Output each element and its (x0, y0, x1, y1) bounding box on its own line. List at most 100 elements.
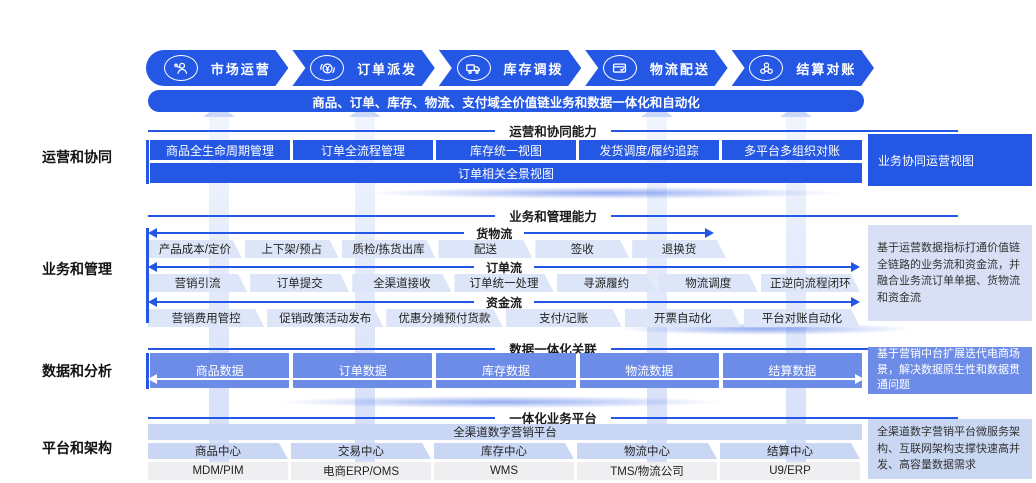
system-box: TMS/物流公司 (577, 462, 717, 480)
operations-capability-row: 商品全生命周期管理 订单全流程管理 库存统一视图 发货调度/履约追踪 多平台多组… (150, 140, 862, 160)
center-box: 库存中心 (434, 443, 574, 459)
arrow-line (157, 232, 465, 234)
flow-stage-label: 结算对账 (796, 61, 857, 77)
truck-icon (457, 55, 491, 81)
transition-lens (370, 187, 840, 199)
data-link-arrow (148, 374, 864, 384)
order-flow-items: 营销引流 订单提交 全渠道接收 订单统一处理 寻源履约 物流调度 正逆向流程闭环 (148, 274, 860, 292)
flow-item: 促销政策活动发布 (267, 309, 383, 327)
capital-flow-label: 资金流 (486, 295, 523, 310)
capability-header-business: 业务和管理能力 (148, 206, 959, 225)
order-flow-label: 订单流 (486, 260, 523, 275)
flow-stage-logistics-delivery: 物流配送 (585, 50, 727, 86)
system-box: MDM/PIM (148, 462, 288, 480)
flow-item: 支付/记账 (506, 309, 622, 327)
process-flow: 市场运营 订单派发 库存调拨 物流配送 结算对账 (146, 50, 878, 86)
sidebar-platform-note: 全渠道数字营销平台微服务架构、互联网架构支撑快速高并发、高容量数据需求 (868, 419, 1032, 479)
sidebar-business-note: 基于运营数据指标打通价值链全链路的业务流和资金流，并融合业务流订单单据、货物流和… (868, 225, 1032, 321)
center-box: 商品中心 (148, 443, 288, 459)
capability-box: 订单全流程管理 (293, 140, 433, 160)
flow-item: 质检/拣货出库 (342, 240, 436, 258)
flow-stage-settlement-reconciliation: 结算对账 (732, 50, 874, 86)
layer-accent-bar (146, 140, 149, 184)
flow-item: 物流调度 (659, 274, 758, 292)
goods-flow-items: 产品成本/定价 上下架/预占 质检/拣货出库 配送 签收 退换货 (148, 240, 726, 258)
flow-item: 营销引流 (148, 274, 247, 292)
data-box: 结算数据 (722, 353, 863, 388)
layer-label-business-management: 业务和管理 (42, 261, 112, 277)
header-line (610, 129, 959, 132)
delivery-box-icon (603, 55, 637, 81)
capital-flow-items: 营销费用管控 促销政策活动发布 优惠分摊预付货款 支付/记账 开票自动化 平台对… (148, 309, 860, 327)
flow-stage-inventory-transfer: 库存调拨 (439, 50, 581, 86)
header-line (148, 347, 496, 350)
flow-item: 全渠道接收 (352, 274, 451, 292)
capability-header-label: 运营和协同能力 (509, 125, 597, 139)
data-box: 库存数据 (436, 353, 576, 388)
capability-box: 发货调度/履约追踪 (579, 140, 719, 160)
capital-flow-arrow: 资金流 (148, 295, 860, 310)
flow-item: 退换货 (632, 240, 726, 258)
flow-item: 平台对账自动化 (744, 309, 860, 327)
data-box: 商品数据 (150, 353, 290, 388)
flow-item: 订单提交 (250, 274, 349, 292)
capability-header-operations: 运营和协同能力 (148, 121, 959, 140)
system-box: 电商ERP/OMS (291, 462, 431, 480)
center-box: 结算中心 (720, 443, 860, 459)
value-chain-banner: 商品、订单、库存、物流、支付域全价值链业务和数据一体化和自动化 (148, 90, 864, 112)
layer-accent-bar (146, 228, 149, 323)
center-row: 商品中心 交易中心 库存中心 物流中心 结算中心 (148, 443, 860, 459)
header-line (610, 347, 959, 350)
layer-label-platform-architecture: 平台和架构 (42, 440, 112, 456)
layer-label-operations-collaboration: 运营和协同 (42, 149, 112, 165)
omnichannel-platform-bar: 全渠道数字营销平台 (148, 424, 862, 440)
header-line (610, 214, 959, 217)
data-box: 订单数据 (293, 353, 433, 388)
header-line (148, 416, 496, 419)
goods-flow-label: 货物流 (476, 226, 513, 241)
header-line (148, 129, 496, 132)
capability-header-platform: 一体化业务平台 (148, 408, 959, 427)
flow-stage-order-dispatch: 订单派发 (292, 50, 434, 86)
market-icon (164, 55, 198, 81)
flow-stage-label: 订单派发 (357, 61, 418, 77)
flow-item: 营销费用管控 (148, 309, 264, 327)
sidebar-data-note: 基于营销中台扩展迭代电商场景，解决数据原生性和数据贯通问题 (868, 347, 1032, 394)
flow-stage-label: 库存调拨 (503, 61, 564, 77)
flow-stage-label: 市场运营 (210, 61, 271, 77)
layer-label-data-analysis: 数据和分析 (42, 363, 112, 379)
goods-flow-arrow: 货物流 (148, 226, 714, 241)
system-box: WMS (434, 462, 574, 480)
system-box: U9/ERP (720, 462, 860, 480)
flow-item: 优惠分摊预付货款 (386, 309, 502, 327)
capability-header-label: 一体化业务平台 (509, 412, 597, 426)
flow-item: 正逆向流程闭环 (761, 274, 860, 292)
arrow-line (157, 266, 474, 268)
transition-lens (280, 396, 720, 408)
flow-item: 产品成本/定价 (148, 240, 242, 258)
flow-item: 寻源履约 (557, 274, 656, 292)
capability-box: 多平台多组织对账 (722, 140, 862, 160)
system-row: MDM/PIM 电商ERP/OMS WMS TMS/物流公司 U9/ERP (148, 462, 860, 480)
flow-item: 开票自动化 (625, 309, 741, 327)
flow-item: 签收 (535, 240, 629, 258)
data-domain-row: 商品数据 订单数据 库存数据 物流数据 结算数据 (150, 353, 863, 388)
header-line (148, 214, 496, 217)
flow-item: 配送 (438, 240, 532, 258)
header-line (610, 416, 959, 419)
flow-item: 订单统一处理 (454, 274, 553, 292)
yuan-dispatch-icon (310, 55, 344, 81)
flow-stage-label: 物流配送 (649, 61, 710, 77)
sidebar-operations-note: 业务协同运营视图 (868, 134, 1032, 186)
capability-box: 库存统一视图 (436, 140, 576, 160)
layer-accent-bar (146, 353, 149, 389)
arrow-line (534, 266, 852, 268)
order-panorama-bar: 订单相关全景视图 (150, 163, 862, 183)
capability-box: 商品全生命周期管理 (150, 140, 290, 160)
settlement-network-icon (749, 55, 783, 81)
data-box: 物流数据 (579, 353, 719, 388)
arrow-line (534, 301, 852, 303)
flow-item: 上下架/预占 (245, 240, 339, 258)
center-box: 物流中心 (577, 443, 717, 459)
